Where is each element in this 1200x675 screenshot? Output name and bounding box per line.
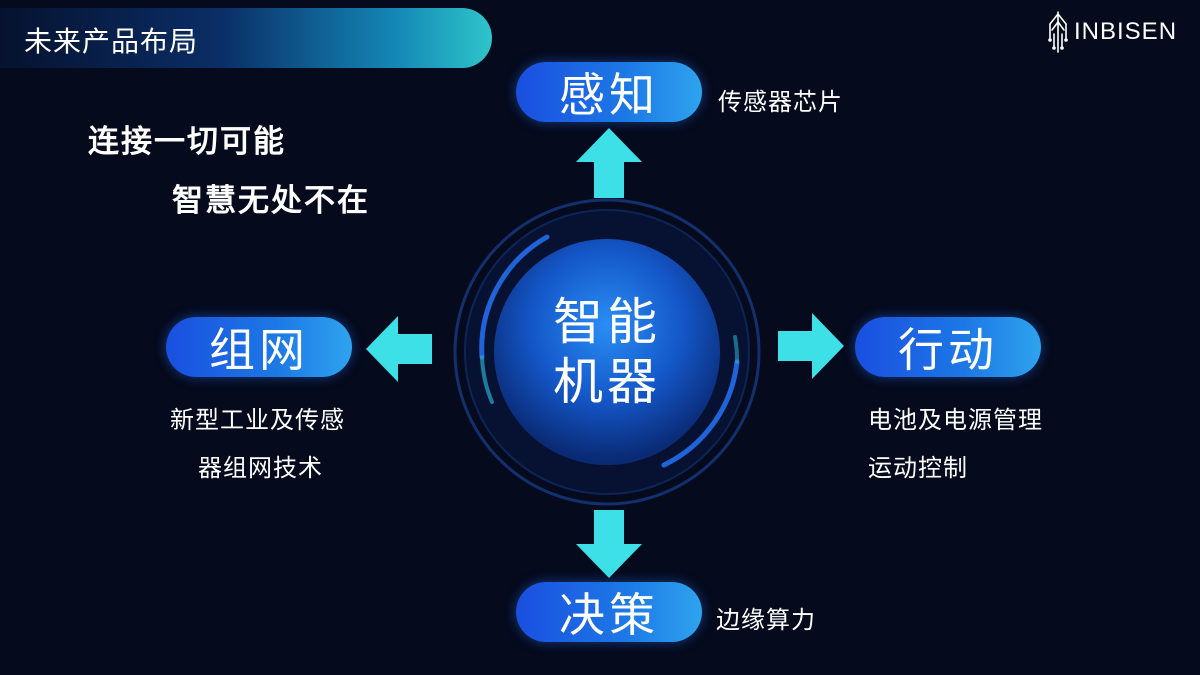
node-bottom-pill: 决策 xyxy=(516,582,702,642)
node-top-pill: 感知 xyxy=(516,62,702,122)
slogan-line-2: 智慧无处不在 xyxy=(172,183,370,219)
node-right-desc-1: 电池及电源管理 xyxy=(868,406,1043,434)
arrow-right-icon xyxy=(778,313,844,379)
node-bottom-desc: 边缘算力 xyxy=(716,606,816,634)
node-left-desc-2: 器组网技术 xyxy=(198,454,323,482)
node-left-desc-1: 新型工业及传感 xyxy=(170,406,345,434)
node-left-label: 组网 xyxy=(209,323,309,377)
node-left-pill: 组网 xyxy=(166,317,352,377)
node-right-label: 行动 xyxy=(898,323,998,377)
company-logo: INBISEN xyxy=(1046,10,1177,54)
center-label-line-2: 机器 xyxy=(553,353,661,411)
arrow-down-icon xyxy=(576,510,642,578)
center-ring-graphic xyxy=(452,197,762,507)
node-right-desc-2: 运动控制 xyxy=(868,454,968,482)
node-bottom-label: 决策 xyxy=(559,588,659,642)
tree-circuit-icon xyxy=(1048,11,1068,53)
title-banner xyxy=(0,8,492,68)
center-node: 智能 机器 xyxy=(452,197,762,507)
center-label-line-1: 智能 xyxy=(553,293,661,351)
node-right-pill: 行动 xyxy=(855,317,1041,377)
slogan-line-1: 连接一切可能 xyxy=(88,124,286,160)
center-label: 智能 机器 xyxy=(452,197,762,507)
arrow-left-icon xyxy=(366,316,432,382)
arrow-up-icon xyxy=(576,128,642,198)
node-top-label: 感知 xyxy=(559,68,659,122)
node-top-desc: 传感器芯片 xyxy=(718,88,843,116)
logo-text: INBISEN xyxy=(1074,18,1178,45)
page-title: 未来产品布局 xyxy=(24,25,199,58)
